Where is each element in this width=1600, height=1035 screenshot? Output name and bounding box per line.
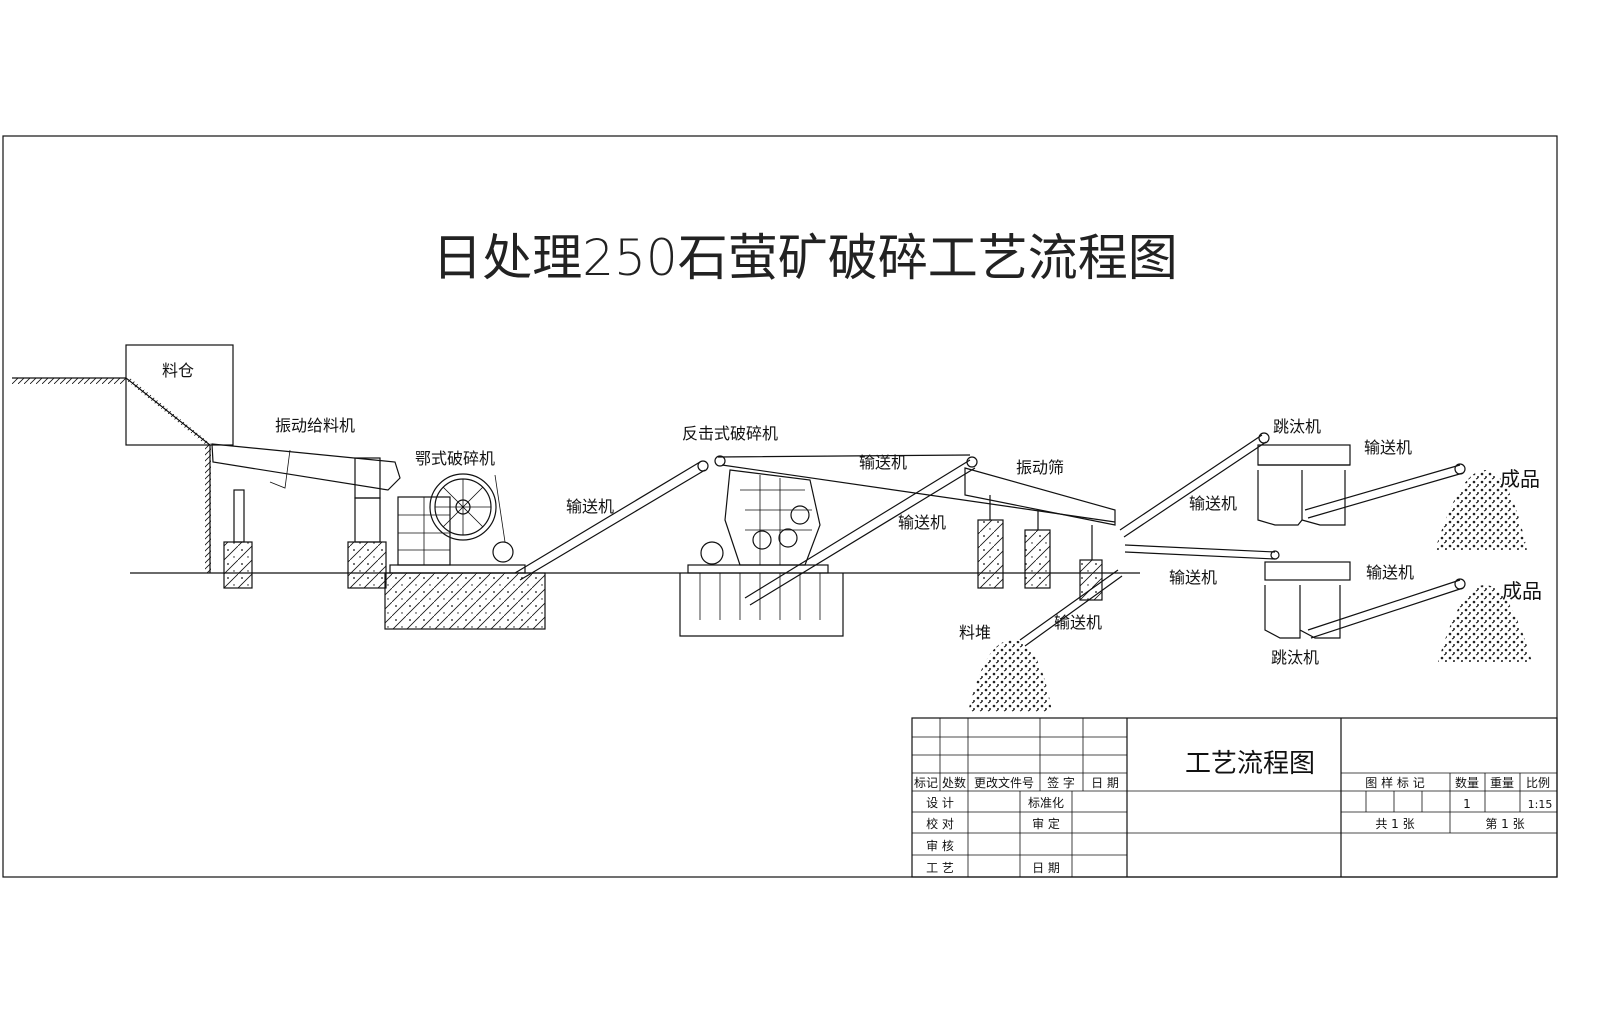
label-product-bottom: 成品 (1502, 579, 1542, 603)
product-pile-top: 成品 (1435, 467, 1540, 550)
label-conveyor-8: 输送机 (1366, 563, 1414, 582)
header-scale: 比例 (1526, 776, 1550, 790)
label-conveyor-4: 输送机 (1169, 568, 1217, 587)
quantity-value: 1 (1463, 797, 1471, 811)
row-approve: 审 定 (1032, 816, 1060, 831)
label-conveyor-6: 输送机 (1189, 494, 1237, 513)
conveyor-3: 输送机 (744, 456, 978, 606)
label-conveyor-1: 输送机 (566, 497, 614, 516)
conveyor-8: 输送机 (1307, 563, 1466, 639)
conveyor-7: 输送机 (1304, 438, 1466, 519)
stockpile: 料堆 (959, 623, 1052, 712)
label-stockpile: 料堆 (959, 623, 991, 642)
conveyor-1: 输送机 (514, 460, 709, 581)
vibrating-screen: 振动筛 (964, 458, 1116, 601)
vibrating-feeder: 振动给料机 (211, 416, 401, 589)
label-jig-top: 跳汰机 (1273, 417, 1321, 436)
scale-value: 1:15 (1528, 798, 1553, 811)
material-bin: 料仓 (12, 344, 234, 573)
drawing-title: 日处理250石萤矿破碎工艺流程图 (432, 229, 1177, 287)
label-screen: 振动筛 (1016, 458, 1064, 477)
row-design: 设 计 (926, 796, 954, 810)
label-bin: 料仓 (162, 361, 194, 380)
label-conveyor-3: 输送机 (898, 513, 946, 532)
row-standardization: 标准化 (1028, 796, 1064, 810)
label-conveyor-7: 输送机 (1364, 438, 1412, 457)
label-conveyor-2: 输送机 (859, 453, 907, 472)
label-jaw-crusher: 鄂式破碎机 (415, 449, 495, 468)
header-weight: 重量 (1490, 776, 1514, 790)
conveyor-6: 输送机 (1119, 432, 1270, 538)
row-review: 审 核 (926, 838, 954, 853)
conveyor-5: 输送机 (1019, 569, 1123, 647)
label-jig-bottom: 跳汰机 (1271, 648, 1319, 667)
header-change-doc: 更改文件号 (974, 775, 1034, 790)
header-mark: 标记 (914, 776, 938, 790)
jaw-crusher: 鄂式破碎机 (384, 449, 546, 630)
total-sheets: 共 1 张 (1375, 817, 1414, 831)
label-product-top: 成品 (1500, 467, 1540, 491)
title-block: 标记 处数 更改文件号 签 字 日 期 设 计 标准化 校 对 审 定 审 核 … (911, 717, 1558, 878)
label-impact-crusher: 反击式破碎机 (682, 424, 778, 443)
jig-top: 跳汰机 (1257, 417, 1351, 526)
row-check: 校 对 (926, 816, 954, 831)
header-date: 日 期 (1091, 776, 1119, 790)
conveyor-4: 输送机 (1124, 544, 1280, 587)
label-conveyor-5: 输送机 (1054, 613, 1102, 632)
row-process: 工 艺 (926, 861, 954, 875)
header-count: 处数 (942, 775, 966, 790)
sheet-number: 第 1 张 (1485, 817, 1524, 831)
impact-crusher: 反击式破碎机 (679, 424, 844, 637)
jig-bottom: 跳汰机 (1264, 561, 1351, 667)
header-quantity: 数量 (1455, 775, 1479, 790)
header-drawing-mark: 图 样 标 记 (1365, 775, 1424, 790)
drawing-name: 工艺流程图 (1185, 749, 1315, 779)
drawing-frame (2, 135, 1558, 878)
label-feeder: 振动给料机 (275, 416, 355, 435)
row-date: 日 期 (1032, 861, 1060, 875)
product-pile-bottom: 成品 (1438, 579, 1542, 662)
header-signature: 签 字 (1047, 775, 1075, 790)
